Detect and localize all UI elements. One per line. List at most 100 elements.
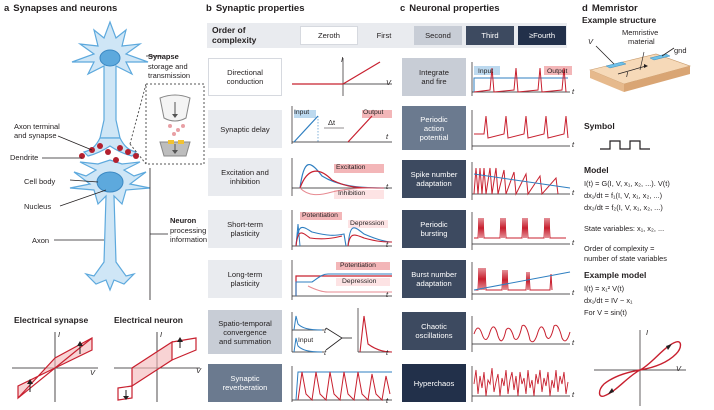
b-delay-dt: Δt: [328, 118, 336, 127]
order-level-zeroth: Zeroth: [300, 26, 358, 45]
b-ltp-potentiation: Potentiation: [340, 262, 376, 269]
en-axis-v: V: [196, 366, 202, 375]
np-cell-line: Spike number: [410, 170, 458, 179]
example-model-title: Example model: [584, 270, 647, 280]
plot-reverberation: [291, 366, 392, 402]
synapse-desc-2: transmission: [148, 71, 191, 80]
panel-b-title-text: Synaptic properties: [215, 3, 305, 14]
np-cell-line: Integrate: [419, 68, 449, 77]
panel-c-letter: c: [400, 3, 406, 14]
electrical-neuron-iv-plot: [114, 332, 200, 402]
b-ltp-depression: Depression: [342, 278, 377, 285]
model-title: Model: [584, 165, 609, 175]
b-st-t3: t: [386, 348, 389, 357]
electrical-neuron-title: Electrical neuron: [114, 315, 183, 325]
np-cell-line: Burst number: [411, 270, 457, 279]
np-cell-line: adaptation: [416, 179, 452, 188]
b-ltp-t: t: [386, 290, 389, 299]
np-cell-line: Chaotic: [421, 322, 447, 331]
sp-cell-line: reverberation: [222, 383, 268, 392]
np-cell-line: Periodic: [420, 114, 448, 124]
plot-directional: [292, 58, 392, 96]
b-dir-v: V: [386, 78, 392, 87]
b-exc-t: t: [386, 182, 389, 191]
es-axis-v: V: [90, 368, 96, 377]
memristor-axis-v: V: [676, 364, 682, 373]
example-eq-1: I(t) = x₁² V(t): [584, 284, 625, 293]
order-of-complexity-eq-1: Order of complexity =: [584, 244, 655, 253]
b-delay-t: t: [386, 132, 389, 141]
order-level-first: First: [360, 26, 408, 45]
np-cell-line: potential: [419, 132, 449, 142]
b-delay-output: Output: [363, 109, 384, 116]
sp-cell-line: Synaptic delay: [220, 124, 270, 134]
electrical-synapse-title: Electrical synapse: [14, 315, 89, 325]
sp-cell-line: Short-term: [227, 220, 263, 229]
neuron-illustration: [42, 20, 205, 300]
bottom-nucleus: [96, 171, 124, 193]
plot-spatio-temporal: [291, 308, 393, 353]
sp-cell-line: and summation: [219, 336, 271, 346]
b-stp-t: t: [386, 240, 389, 249]
plot-synaptic-delay: [291, 106, 392, 144]
nucleus-label: Nucleus: [24, 202, 52, 211]
plot-short-term-plasticity: [291, 210, 393, 250]
neuron-desc-2: information: [170, 235, 208, 244]
model-eq-1: I(t) = G(I, V, x₁, x₂, ...). V(t): [584, 179, 670, 188]
sp-cell-line: plasticity: [230, 279, 260, 288]
memristive-material-label-2: material: [628, 37, 655, 46]
example-eq-2: dx₁/dt = IV − x₁: [584, 296, 633, 305]
synapse-desc-1: storage and: [148, 62, 188, 71]
example-structure-title: Example structure: [582, 15, 657, 25]
model-eq-2: dx₁/dt = f₁(I, V, x₁, x₂, ...): [584, 191, 663, 200]
plot-hyperchaos: [471, 366, 570, 402]
c-sa-t: t: [572, 188, 575, 197]
c-pap-t: t: [572, 140, 575, 149]
cell-body-label: Cell body: [24, 177, 56, 186]
b-excitation: Excitation: [336, 164, 366, 171]
top-nucleus: [99, 49, 121, 67]
np-cell-line: action: [423, 123, 445, 133]
example-eq-3: For V = sin(t): [584, 308, 627, 317]
np-cell-line: adaptation: [416, 279, 452, 288]
sp-cell-line: plasticity: [230, 229, 260, 238]
b-delay-input: Input: [294, 109, 310, 116]
electrical-synapse-iv-plot: [12, 332, 98, 402]
axon-label: Axon: [32, 236, 50, 245]
model-eq-3: dx₂/dt = f₂(I, V, x₁, x₂, ...): [584, 203, 663, 212]
b-st-t2: t: [324, 348, 327, 357]
symbol-title: Symbol: [584, 121, 615, 131]
plot-integrate-fire: [471, 62, 572, 96]
np-cell-line: Periodic: [420, 220, 448, 229]
order-label-2: complexity: [212, 35, 257, 45]
b-stp-depression: Depression: [350, 220, 385, 227]
plot-periodic-bursting: [471, 212, 570, 250]
gnd-label: gnd: [674, 46, 687, 55]
axon-terminal-label-2: and synapse: [14, 131, 57, 140]
dendrite-label: Dendrite: [10, 153, 39, 162]
plot-periodic-ap: [471, 110, 570, 150]
np-cell-line: bursting: [420, 229, 448, 238]
np-cell-line: and fire: [421, 77, 447, 86]
memristor-structure: [589, 45, 692, 92]
memristor-iv-hysteresis: [594, 330, 686, 406]
es-axis-i: I: [58, 330, 61, 339]
np-cell-line: Hyperchaos: [413, 378, 455, 388]
panel-c-title-text: Neuronal properties: [409, 3, 500, 14]
memristor-symbol: [600, 140, 650, 150]
plot-chaotic: [471, 316, 571, 352]
plot-spike-adaptation: [471, 162, 571, 200]
sp-plots: [291, 58, 393, 402]
